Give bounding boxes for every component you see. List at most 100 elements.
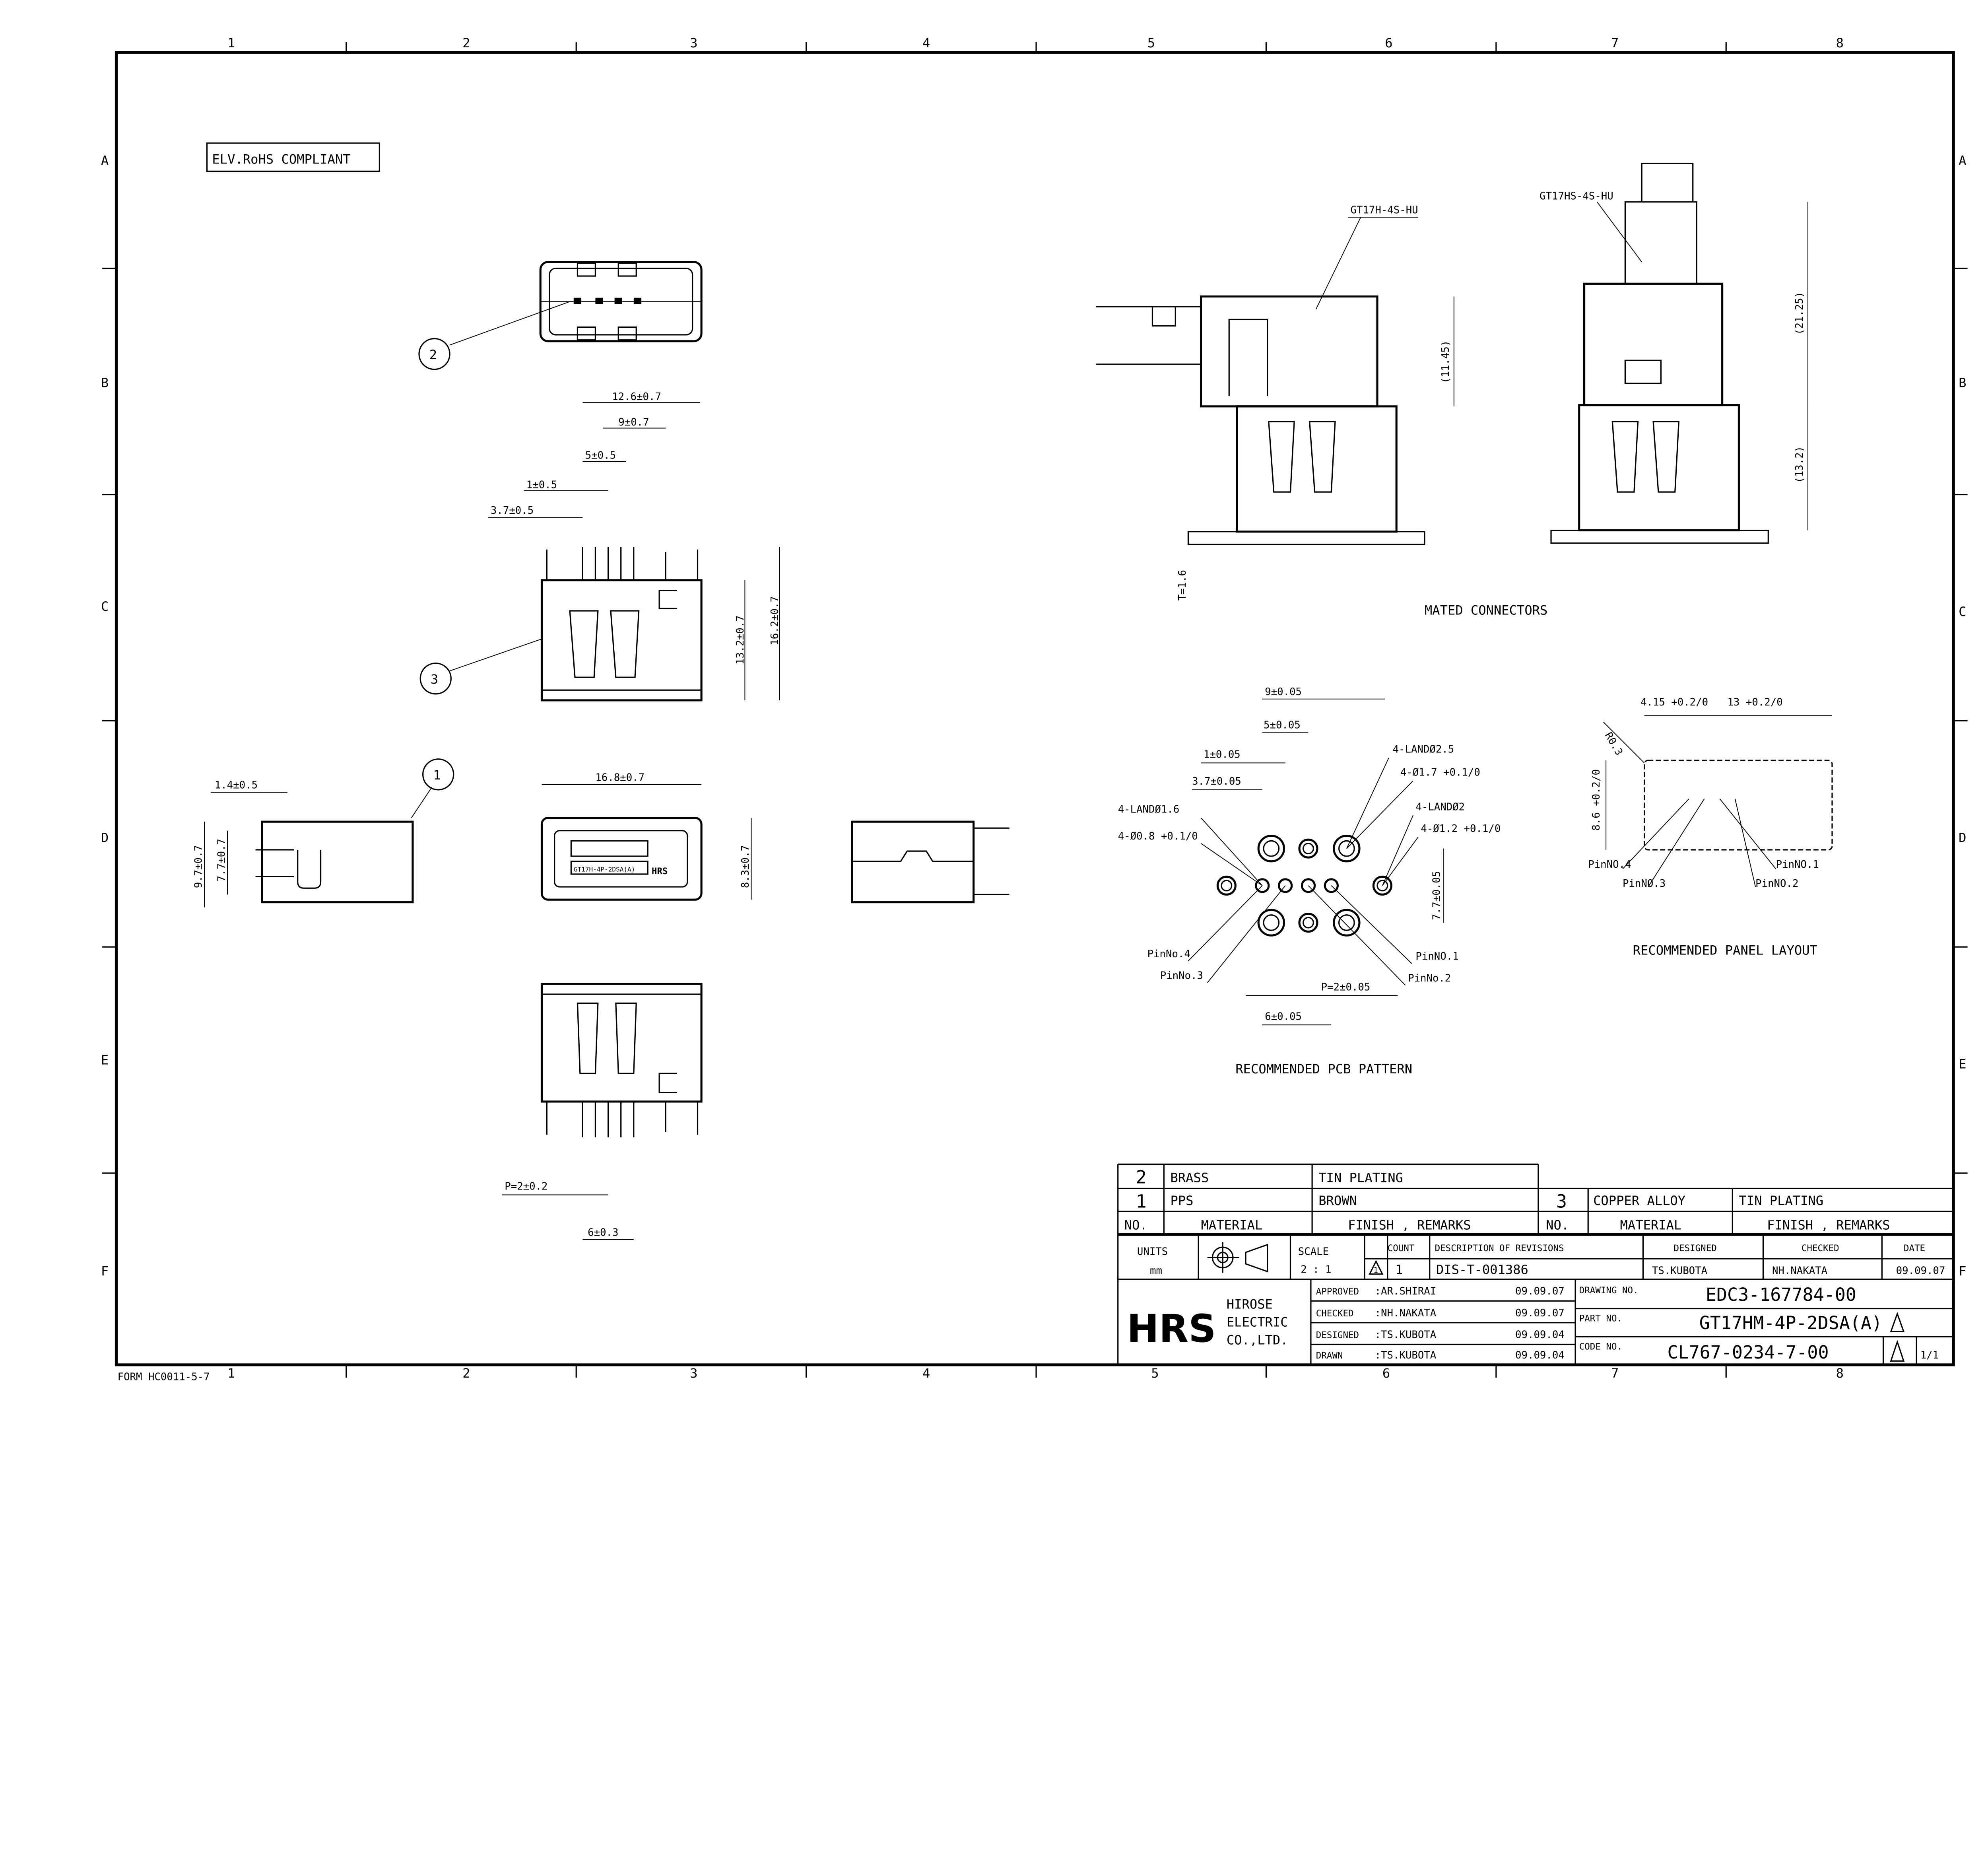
path-mark [569,610,599,678]
pcb-pins-1-text: PinNo.3 [1160,970,1203,982]
rect-mark [540,816,703,901]
panel-layout-view: 4.15 +0.2/0 13 +0.2/0 8.6 +0.2/0 R0.3 Pi… [1588,696,1833,958]
side_view-dims-5-text: 13.2±0.7 [734,615,746,665]
circle-mark [1216,875,1237,896]
panel-dims-2-text: 8.6 +0.2/0 [1590,769,1602,831]
pcb-dims-2-text: 1±0.05 [1204,749,1241,761]
title_block-company-1-text: ELECTRIC [1227,1314,1288,1329]
title_block-signoffs-2-role-text: DESIGNED [1316,1330,1359,1340]
pcb-dims-5-text: P=2±0.05 [1321,981,1371,993]
frame-rows-1-text: B [1959,375,1966,391]
materials-rows-2-finish-text: TIN PLATING [1739,1193,1823,1208]
line-mark [1315,217,1361,310]
title_block-signoffs-1-name-text: :NH.NAKATA [1375,1307,1437,1319]
circle-mark [1376,880,1388,892]
materials-rows-1-material-text: PPS [1170,1193,1193,1208]
rect-mark [570,861,648,875]
rect-mark [577,262,596,277]
title_block-signoffs-0-date-text: 09.09.07 [1515,1285,1565,1297]
path-mark [297,849,322,889]
rect-mark [1583,282,1724,406]
g-mark [204,792,288,908]
frame-columns-6-text: 7 [1611,1366,1619,1381]
frame-rows-4-text: E [101,1053,109,1068]
pcb-pins-0-text: PinNo.4 [1147,948,1190,960]
title_block-rev_headers-4-text: DATE [1904,1243,1925,1254]
compliance-box [206,142,380,172]
line-mark [1188,885,1263,962]
sheet-border [115,51,1955,1366]
frame-rows-2-text: C [1959,604,1966,619]
pcb-callouts-2-text: 4-LANDØ2 [1415,801,1465,813]
panel-pins-0-text: PinNO.4 [1588,859,1631,871]
title_block-rev_headers-3-text: CHECKED [1802,1243,1839,1254]
pcb-dims-3-text: 3.7±0.05 [1192,775,1241,787]
circle-mark [419,663,452,695]
materials-headers-no-text: NO. [1124,1217,1147,1232]
title-block: UNITS mm SCALE 2 : 1 COUNT DESCRIPTION O… [1117,1234,1954,1365]
side_view-dims-4-text: 3.7±0.5 [491,505,534,517]
rect-mark [1200,295,1378,408]
circle-mark [1303,843,1314,855]
path-mark [1652,421,1680,493]
title_block-sheet-text: 1/1 [1920,1349,1939,1361]
g-mark [488,402,780,700]
pcb-callouts-5-text: 4-Ø0.8 +0.1/0 [1118,830,1198,842]
rect-mark [540,579,703,702]
frame-rows-5-text: F [101,1263,109,1279]
circle-mark [1338,840,1355,857]
title_block-scale-text: 2 : 1 [1301,1264,1331,1276]
line-mark [1596,202,1642,262]
frame-rows-0-text: A [101,153,109,168]
pcb-callouts-3-text: 4-Ø1.2 +0.1/0 [1421,823,1501,835]
frame-rows-0-text: A [1959,153,1966,168]
pcb-pins-3-text: PinNo.2 [1408,972,1451,984]
frame-rows-3-text: D [1959,830,1966,845]
connector-side-view: 3 12.6±0.7 9±0.7 5±0.5 1±0.5 3.7±0.5 13.… [419,391,781,702]
panel-pins-3-text: PinNO.2 [1755,878,1798,890]
line-mark [1200,817,1263,886]
front_view-logo-text: HRS [652,866,668,877]
panel-pins-2-text: PinNO.1 [1776,859,1819,871]
title_block-rev_headers-2-text: DESIGNED [1674,1243,1717,1254]
frame-columns-1-text: 2 [462,1366,470,1381]
panel-pins-1-text: PinNO.3 [1623,878,1666,890]
path-mark [610,610,640,678]
path-mark [577,1002,599,1074]
title_block-company-0-text: HIROSE [1227,1296,1273,1312]
front_view-marking-text: GT17H-4P-2DSA(A) [574,866,635,873]
connector-top-view: 2 [418,261,703,370]
frame-columns-4-text: 5 [1151,1366,1159,1381]
pcb-pins-2-text: PinNO.1 [1415,950,1458,962]
path-mark [658,589,678,609]
title_block-signoffs-2-date-text: 09.09.04 [1515,1329,1565,1341]
side_view-balloon-text: 3 [431,672,438,687]
rect-mark [540,983,703,1103]
pcb-dims-0-text: 9±0.05 [1265,686,1302,698]
frame-columns-7-text: 8 [1836,35,1844,51]
frame-rows-2-text: C [101,599,109,614]
title_block-revision-mark-text: 1 [1373,1266,1378,1275]
materials-rows-0-finish-text: TIN PLATING [1318,1170,1403,1185]
g-mark [1188,758,1419,986]
rect-mark [1151,306,1176,327]
line-mark [1382,815,1413,886]
title_block-rev_headers-0-text: COUNT [1388,1243,1415,1254]
g-mark [502,1194,634,1240]
connector-bottom-view: P=2±0.2 6±0.3 [502,983,703,1240]
frame-rows-4-text: E [1959,1056,1966,1071]
left_view-balloon-text: 1 [433,768,441,783]
mated-plug_label_2-text: GT17HS-4S-HU [1540,190,1613,202]
connector-front-view: GT17H-4P-2DSA(A) HRS 16.8±0.7 8.3±0.7 [540,772,752,901]
g-mark [1117,1234,1954,1365]
part-number: GT17HM-4P-2DSA(A) [1699,1312,1882,1333]
line-mark [1734,799,1756,887]
circle-mark [1372,875,1392,896]
line-mark [1648,798,1705,887]
materials-rows-1-no-text: 1 [1136,1191,1147,1212]
mated-connectors-title: MATED CONNECTORS [1425,603,1547,618]
frame-columns-5-text: 6 [1385,35,1392,51]
